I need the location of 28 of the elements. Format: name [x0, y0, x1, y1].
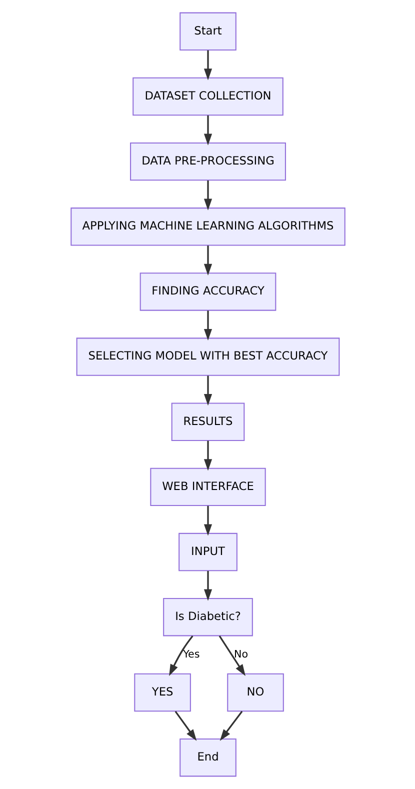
arrow	[203, 570, 212, 601]
node-box: NO	[226, 673, 284, 712]
arrow	[203, 246, 212, 276]
edge-label: Yes	[182, 648, 200, 660]
arrow	[168, 635, 193, 676]
arrow	[203, 440, 212, 471]
arrow	[203, 376, 212, 406]
arrow	[203, 50, 212, 80]
edge-label: No	[234, 648, 248, 660]
node-box: APPLYING MACHINE LEARNING ALGORITHMS	[70, 208, 345, 246]
node-box: End	[179, 738, 236, 777]
node-box: DATASET COLLECTION	[132, 77, 283, 116]
node-box: YES	[134, 673, 190, 712]
arrow	[174, 710, 196, 741]
arrow	[203, 115, 212, 146]
arrow	[219, 710, 242, 741]
node-box: FINDING ACCURACY	[139, 272, 276, 311]
node-box: RESULTS	[170, 402, 244, 441]
arrow	[203, 310, 212, 341]
node-box: SELECTING MODEL WITH BEST ACCURACY	[76, 338, 340, 376]
node-box: INPUT	[178, 532, 237, 572]
arrow	[203, 506, 212, 536]
arrow	[218, 635, 245, 676]
node-box: Start	[179, 12, 236, 51]
arrow	[203, 180, 212, 210]
node-box: DATA PRE-PROCESSING	[130, 142, 286, 181]
node-box: WEB INTERFACE	[150, 468, 266, 506]
node-box: Is Diabetic?	[162, 598, 252, 636]
